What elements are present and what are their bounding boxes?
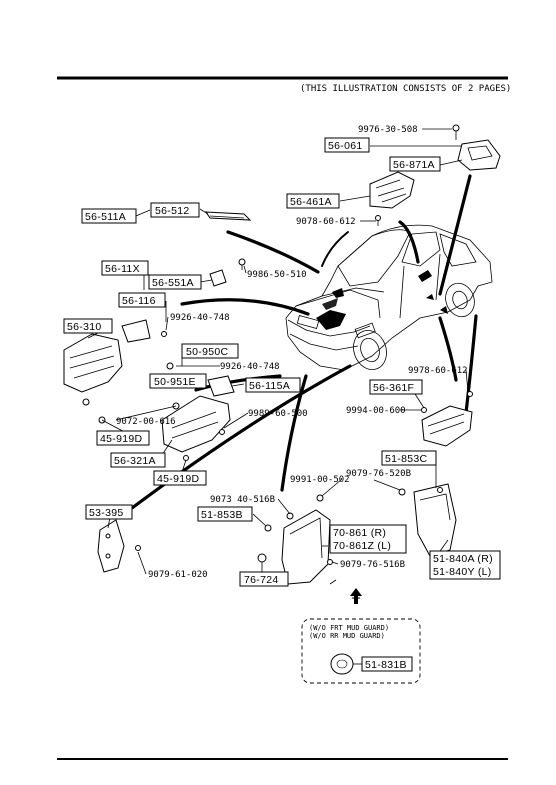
- label-9986-50-510: 9986-50-510: [247, 270, 307, 280]
- label-51-840y: 51-840Y (L): [433, 566, 492, 578]
- label-53-395: 53-395: [89, 507, 124, 519]
- label-9073-40-516b: 9073 40-516B: [210, 495, 275, 505]
- label-9994-00-600: 9994-00-600: [346, 406, 406, 416]
- label-9079-76-516b: 9079-76-516B: [340, 560, 405, 570]
- label-56-511a: 56-511A: [85, 211, 126, 223]
- label-70-861: 70-861 (R): [333, 527, 386, 539]
- part-labels: 9976-30-508 56-061 56-871A 56-461A 9078-…: [63, 125, 501, 587]
- direction-arrow-icon: [350, 588, 362, 604]
- car-illustration: [285, 224, 493, 371]
- label-51-853c: 51-853C: [385, 453, 427, 465]
- bracket-56-116-graphic: [121, 319, 167, 343]
- label-45-919d-b: 45-919D: [157, 473, 199, 485]
- grommet-76-724-graphic: [257, 553, 267, 574]
- label-50-951e: 50-951E: [154, 376, 196, 388]
- bracket-53-395-graphic: [97, 519, 141, 573]
- note-line-2: (W/O RR MUD GUARD): [309, 632, 385, 640]
- label-76-724: 76-724: [244, 574, 279, 586]
- note-line-1: (W/O FRT MUD GUARD): [309, 624, 389, 632]
- label-9989-60-500: 9989-60-500: [248, 409, 308, 419]
- shield-56-361f-graphic: [421, 391, 473, 447]
- mudguard-rear-graphic: [398, 483, 457, 557]
- label-56-321a: 56-321A: [114, 455, 156, 467]
- label-56-551a: 56-551A: [152, 277, 194, 289]
- label-51-840a: 51-840A (R): [433, 553, 493, 565]
- shield-56-310-graphic: [63, 333, 123, 424]
- label-45-919d-a: 45-919D: [100, 433, 142, 445]
- label-9978-60-612: 9978-60-612: [408, 366, 468, 376]
- label-9079-61-020: 9079-61-020: [148, 570, 208, 580]
- mudguard-front-graphic: [264, 494, 333, 585]
- label-56-061: 56-061: [328, 140, 363, 152]
- label-56-871a: 56-871A: [393, 159, 435, 171]
- insulator-56-461a-graphic: [369, 171, 415, 226]
- label-9079-76-520b: 9079-76-520B: [346, 469, 411, 479]
- clip-56-551a-graphic: [209, 258, 246, 287]
- cover-56-061-graphic: [452, 124, 501, 171]
- variant-note-box: (W/O FRT MUD GUARD) (W/O RR MUD GUARD) 5…: [301, 618, 421, 684]
- label-51-853b: 51-853B: [201, 509, 243, 521]
- label-9926-40-748-b: 9926-40-748: [220, 362, 280, 372]
- label-9926-40-748-a: 9926-40-748: [170, 313, 230, 323]
- label-9072-00-616: 9072-00-616: [116, 417, 176, 427]
- label-50-950c: 50-950C: [186, 346, 228, 358]
- label-56-11x: 56-11X: [105, 263, 140, 275]
- plug-icon: [330, 653, 354, 675]
- strip-56-512-graphic: [205, 211, 252, 221]
- label-56-361f: 56-361F: [373, 382, 414, 394]
- label-56-461a: 56-461A: [290, 196, 332, 208]
- label-70-861z: 70-861Z (L): [333, 540, 391, 552]
- label-9991-00-502: 9991-00-502: [290, 475, 350, 485]
- thin-leaders: [87, 128, 469, 585]
- label-56-310: 56-310: [67, 321, 102, 333]
- cover-56-115a-graphic: [207, 375, 235, 397]
- label-56-116: 56-116: [122, 295, 156, 307]
- label-9976-30-508: 9976-30-508: [358, 125, 418, 135]
- label-56-512: 56-512: [155, 205, 190, 217]
- shield-56-321a-graphic: [161, 395, 231, 461]
- header-note: (THIS ILLUSTRATION CONSISTS OF 2 PAGES): [300, 84, 511, 94]
- label-9078-60-612: 9078-60-612: [296, 217, 356, 227]
- label-51-831b: 51-831B: [365, 659, 407, 671]
- label-56-115a: 56-115A: [249, 380, 290, 392]
